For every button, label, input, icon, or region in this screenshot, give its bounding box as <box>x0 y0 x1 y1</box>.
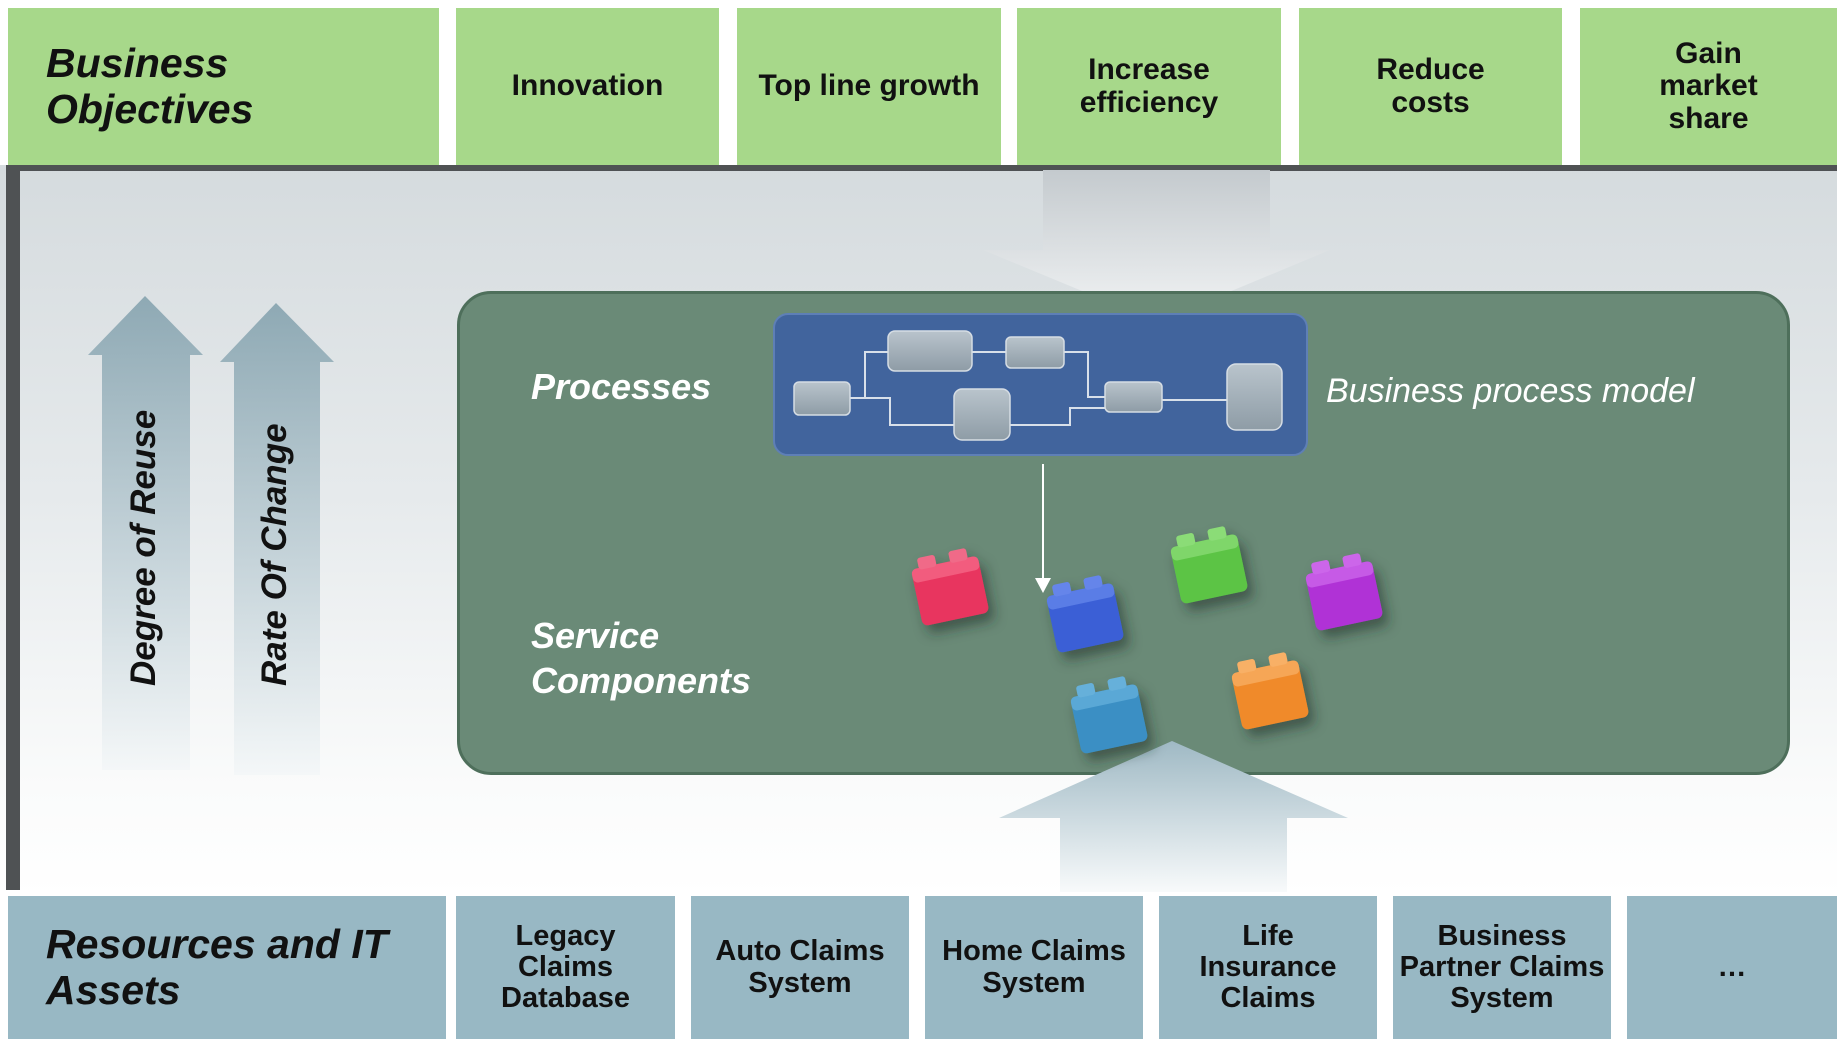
process-step <box>1104 381 1163 413</box>
objective-innovation: Innovation <box>456 8 719 165</box>
rate-of-change-arrow <box>220 303 334 775</box>
component-block-purple <box>1305 553 1383 631</box>
rate-of-change-label: Rate Of Change <box>255 423 294 686</box>
resource-legacy-claims-database: Legacy Claims Database <box>456 896 675 1039</box>
business-objectives-row: Business Objectives Innovation Top line … <box>0 8 1837 165</box>
objective-gain-market-share: Gain market share <box>1580 8 1837 165</box>
resource-more: … <box>1627 896 1837 1039</box>
objective-reduce-costs: Reduce costs <box>1299 8 1562 165</box>
objectives-down-arrow <box>983 170 1330 322</box>
business-process-model-label: Business process model <box>1326 372 1695 410</box>
processes-label: Processes <box>531 366 712 407</box>
component-block-orange <box>1231 652 1309 730</box>
resource-life-insurance-claims: Life Insurance Claims <box>1159 896 1377 1039</box>
objective-increase-efficiency: Increase efficiency <box>1017 8 1281 165</box>
resources-row: Resources and IT Assets Legacy Claims Da… <box>0 896 1837 1039</box>
left-divider <box>6 165 20 890</box>
degree-of-reuse-arrow <box>88 296 203 770</box>
process-step <box>793 381 851 416</box>
resource-home-claims-system: Home Claims System <box>925 896 1143 1039</box>
process-step <box>1005 336 1065 369</box>
resource-business-partner-claims-system: Business Partner Claims System <box>1393 896 1611 1039</box>
resources-heading: Resources and IT Assets <box>8 896 446 1039</box>
component-block-green <box>1170 526 1248 604</box>
component-block-red <box>911 548 989 626</box>
divider-line <box>6 165 1837 171</box>
objective-top-line-growth: Top line growth <box>737 8 1001 165</box>
component-block-teal <box>1070 676 1148 754</box>
objectives-heading: Business Objectives <box>8 8 439 165</box>
process-step <box>1226 363 1283 431</box>
process-steps <box>793 330 1283 441</box>
process-step <box>887 330 973 372</box>
service-components-label: Service Components <box>531 615 751 701</box>
process-step <box>953 388 1011 441</box>
resources-up-arrow <box>999 741 1348 892</box>
component-block-blue <box>1046 575 1124 653</box>
degree-of-reuse-label: Degree of Reuse <box>124 409 163 686</box>
process-connectors <box>850 351 1227 426</box>
resource-auto-claims-system: Auto Claims System <box>691 896 909 1039</box>
